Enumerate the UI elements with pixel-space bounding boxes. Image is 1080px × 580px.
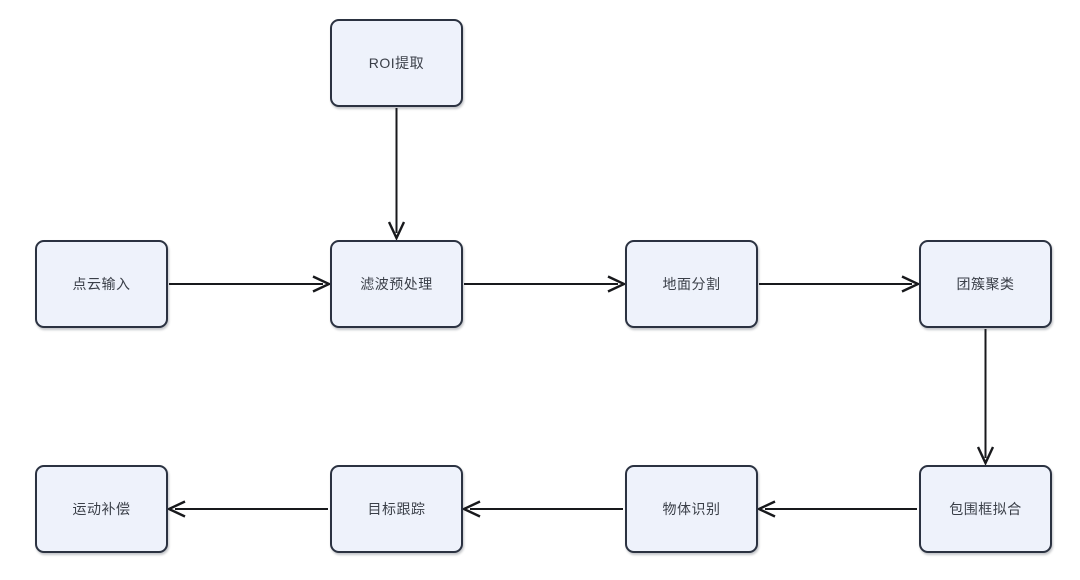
node-cluster-clustering[interactable]: 团簇聚类 xyxy=(919,240,1052,328)
node-bounding-box-fitting[interactable]: 包围框拟合 xyxy=(919,465,1052,553)
node-ground-segmentation[interactable]: 地面分割 xyxy=(625,240,758,328)
node-label: 地面分割 xyxy=(662,275,721,292)
node-label: 运动补偿 xyxy=(72,500,131,517)
edge-recognize-to-track xyxy=(461,500,623,518)
node-label: 包围框拟合 xyxy=(949,500,1022,517)
node-point-cloud-input[interactable]: 点云输入 xyxy=(35,240,168,328)
node-label: 点云输入 xyxy=(72,275,131,292)
node-label: 物体识别 xyxy=(662,500,721,517)
node-object-recognition[interactable]: 物体识别 xyxy=(625,465,758,553)
node-roi-extraction[interactable]: ROI提取 xyxy=(330,19,463,107)
node-label: 目标跟踪 xyxy=(367,500,426,517)
node-motion-compensation[interactable]: 运动补偿 xyxy=(35,465,168,553)
edge-ground-to-cluster xyxy=(759,275,921,293)
node-label: 团簇聚类 xyxy=(956,275,1015,292)
node-label: ROI提取 xyxy=(368,54,425,71)
edge-roi-to-filter xyxy=(387,108,406,241)
node-target-tracking[interactable]: 目标跟踪 xyxy=(330,465,463,553)
edge-cluster-to-bbox xyxy=(976,329,995,466)
node-filter-preprocessing[interactable]: 滤波预处理 xyxy=(330,240,463,328)
edge-bbox-to-recognize xyxy=(756,500,917,518)
node-label: 滤波预处理 xyxy=(360,275,433,292)
edge-filter-to-ground xyxy=(464,275,627,293)
edge-track-to-motion xyxy=(166,500,328,518)
edge-input-to-filter xyxy=(169,275,332,293)
